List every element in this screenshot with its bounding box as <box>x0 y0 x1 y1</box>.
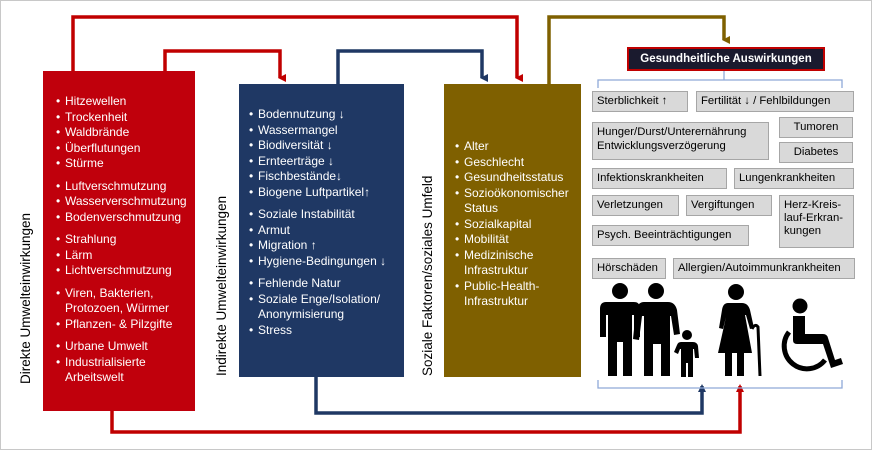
list-item: Mobilität <box>455 232 581 248</box>
woman-icon <box>633 283 680 376</box>
list-item: Industrialisierte Arbeitswelt <box>56 355 195 386</box>
people-bottom-bracket <box>597 380 843 389</box>
effect-box: Sterblichkeit ↑ <box>592 91 688 112</box>
list-item: Lichtverschmutzung <box>56 263 195 279</box>
list-item: Public-Health-Infrastruktur <box>455 279 581 310</box>
wheelchair-user-icon <box>781 298 843 372</box>
health-effects-title: Gesundheitliche Auswirkungen <box>627 47 825 71</box>
elderly-person-icon <box>718 284 762 377</box>
list-item: Hitzewellen <box>56 94 195 110</box>
list-item: Fischbestände↓ <box>249 169 404 185</box>
child-icon <box>674 330 699 377</box>
label-direct: Direkte Umwelteinwirkungen <box>18 212 33 384</box>
list-item: Trockenheit <box>56 110 195 126</box>
list-item: Lärm <box>56 248 195 264</box>
effect-box: Vergiftungen <box>686 195 772 216</box>
label-social: Soziale Faktoren/soziales Umfeld <box>420 175 435 376</box>
list-item: Migration ↑ <box>249 238 404 254</box>
indirect-effects-box: Bodennutzung ↓ Wassermangel Biodiversitä… <box>239 84 404 377</box>
list-item: Armut <box>249 223 404 239</box>
effects-top-bracket <box>597 69 843 88</box>
effect-box: Fertilität ↓ / Fehlbildungen <box>696 91 854 112</box>
man-icon <box>600 283 640 376</box>
effect-box: Allergien/Autoimmunkrankheiten <box>673 258 855 279</box>
list-item: Stress <box>249 323 404 339</box>
list-item: Gesundheitsstatus <box>455 170 581 186</box>
arrow-indirect-to-people <box>314 377 706 415</box>
arrow-social-to-effects <box>547 15 730 84</box>
list-item: Viren, Bakterien, Protozoen, Würmer <box>56 286 195 317</box>
effect-box: Lungenkrankheiten <box>734 168 854 189</box>
list-item: Soziale Enge/Isolation/ Anonymisierung <box>249 292 404 323</box>
social-factors-box: Alter Geschlecht Gesundheitsstatus Sozio… <box>444 84 581 377</box>
effect-box: Infektionskrankheiten <box>592 168 727 189</box>
effect-box: Diabetes <box>779 142 853 163</box>
list-item: Bodennutzung ↓ <box>249 107 404 123</box>
list-item: Alter <box>455 139 581 155</box>
effect-box: Tumoren <box>779 117 853 138</box>
list-item: Wassermangel <box>249 123 404 139</box>
list-item: Stürme <box>56 156 195 172</box>
list-item: Medizinische Infrastruktur <box>455 248 581 279</box>
list-item: Pflanzen- & Pilzgifte <box>56 317 195 333</box>
list-item: Sozialkapital <box>455 217 581 233</box>
list-item: Waldbrände <box>56 125 195 141</box>
direct-effects-box: Hitzewellen Trockenheit Waldbrände Überf… <box>43 71 195 411</box>
list-item: Biogene Luftpartikel↑ <box>249 185 404 201</box>
list-item: Biodiversität ↓ <box>249 138 404 154</box>
list-item: Überflutungen <box>56 141 195 157</box>
effect-box: Hunger/Durst/Unterernährung Entwicklungs… <box>592 122 769 160</box>
list-item: Strahlung <box>56 232 195 248</box>
arrow-indirect-to-social <box>336 49 488 84</box>
effect-box: Verletzungen <box>592 195 679 216</box>
list-item: Ernteerträge ↓ <box>249 154 404 170</box>
list-item: Urbane Umwelt <box>56 339 195 355</box>
effect-box: Psych. Beeinträchtigungen <box>592 225 749 246</box>
list-item: Hygiene-Bedingungen ↓ <box>249 254 404 270</box>
list-item: Sozioökonomischer Status <box>455 186 581 217</box>
list-item: Soziale Instabilität <box>249 207 404 223</box>
list-item: Bodenverschmutzung <box>56 210 195 226</box>
list-item: Luftverschmutzung <box>56 179 195 195</box>
label-indirect: Indirekte Umwelteinwirkungen <box>214 195 229 376</box>
list-item: Wasserverschmutzung <box>56 194 195 210</box>
list-item: Geschlecht <box>455 155 581 171</box>
effect-box: Hörschäden <box>592 258 666 279</box>
effect-box: Herz-Kreis-lauf-Erkran-kungen <box>779 195 854 248</box>
arrow-direct-to-indirect <box>163 49 286 82</box>
list-item: Fehlende Natur <box>249 276 404 292</box>
arrow-direct-to-social <box>71 15 523 82</box>
arrow-direct-to-people <box>110 384 744 434</box>
